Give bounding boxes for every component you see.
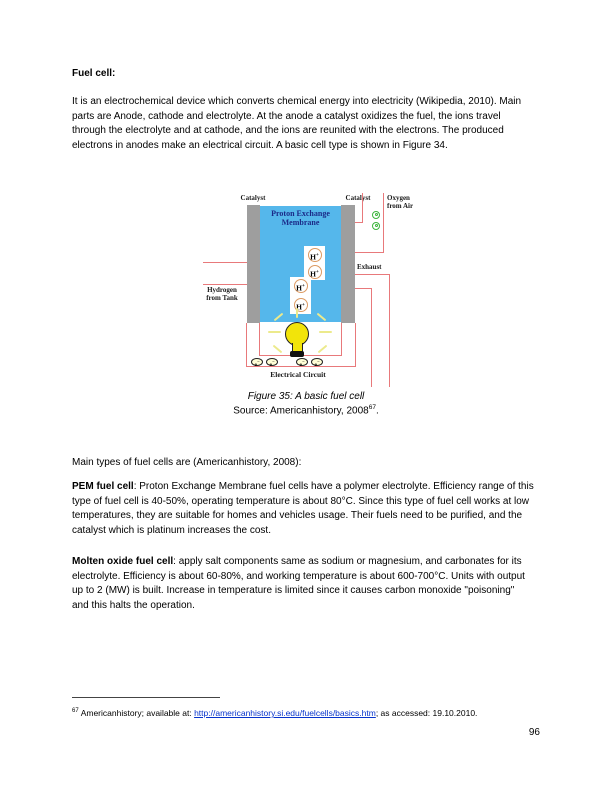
circuit-wire xyxy=(355,323,356,367)
circuit-wire xyxy=(246,366,356,367)
bulb-ray xyxy=(317,344,328,354)
exhaust-pipe xyxy=(389,274,390,387)
section-heading: Fuel cell: xyxy=(72,68,116,79)
oxygen-pipe xyxy=(383,193,384,252)
electron-icon: e− xyxy=(311,358,323,368)
oxygen-molecule-icon xyxy=(372,211,380,219)
main-types-line: Main types of fuel cells are (Americanhi… xyxy=(72,457,302,468)
footnote-number: 67 xyxy=(72,708,79,714)
figure-caption: Figure 35: A basic fuel cell xyxy=(247,391,365,402)
circuit-wire xyxy=(341,323,342,356)
exhaust-pipe xyxy=(371,288,372,387)
bulb-ray xyxy=(268,331,281,333)
intro-line: It is an electrochemical device which co… xyxy=(72,96,522,107)
pem-lead: PEM fuel cell xyxy=(72,481,134,492)
footnote-link[interactable]: http://americanhistory.si.edu/fuelcells/… xyxy=(194,707,376,718)
oxygen-pipe xyxy=(362,193,363,223)
bulb-ray xyxy=(319,331,332,333)
electron-icon: e− xyxy=(266,358,278,368)
electron-icon: e− xyxy=(251,358,263,368)
bulb-ray xyxy=(272,344,283,354)
light-bulb-base xyxy=(290,351,304,357)
membrane-label: Proton Exchange Membrane xyxy=(271,209,330,227)
circuit-wire xyxy=(246,323,247,367)
intro-line: parts are Anode, cathode and electrolyte… xyxy=(72,110,501,122)
hplus-icon: H+ xyxy=(307,247,322,262)
page-number: 96 xyxy=(528,727,540,738)
electron-icon: e− xyxy=(296,358,308,368)
exhaust-pipe xyxy=(355,274,389,275)
hydrogen-pipe xyxy=(203,262,247,263)
hplus-ion-group: H+ H+ xyxy=(290,277,311,314)
oxygen-pipe xyxy=(355,222,363,223)
hplus-icon: H+ xyxy=(293,279,308,294)
exhaust-label: Exhaust xyxy=(357,263,382,271)
light-bulb-neck xyxy=(292,343,303,352)
oxygen-pipe xyxy=(355,252,384,253)
intro-paragraph: It is an electrochemical device which co… xyxy=(72,95,521,153)
fuel-cell-figure: Catalyst Catalyst Proton Exchange Membra… xyxy=(193,190,418,395)
right-electrode xyxy=(341,205,355,323)
hplus-ion-group: H+ H+ xyxy=(304,246,325,280)
electrical-circuit-label: Electrical Circuit xyxy=(270,370,326,379)
light-bulb-icon xyxy=(285,322,309,346)
bulb-ray xyxy=(296,308,298,318)
oxygen-label: Oxygen from Air xyxy=(387,194,414,210)
hydrogen-label: Hydrogen from Tank xyxy=(206,286,238,302)
catalyst-label-right: Catalyst xyxy=(345,194,371,202)
intro-line: through the electrolyte and at cathode, … xyxy=(72,125,504,136)
catalyst-label-left: Catalyst xyxy=(240,194,266,202)
figure-source: Source: Americanhistory, 200867. xyxy=(233,404,379,417)
circuit-wire xyxy=(259,323,260,355)
oxygen-molecule-icon xyxy=(372,222,380,230)
footnote-separator xyxy=(72,697,220,698)
intro-line: electrons in anodes make an electrical c… xyxy=(72,139,448,151)
exhaust-pipe xyxy=(355,288,372,289)
molten-paragraph: Molten oxide fuel cell: apply salt compo… xyxy=(72,556,525,611)
molten-lead: Molten oxide fuel cell xyxy=(72,556,174,567)
hydrogen-pipe xyxy=(203,284,247,285)
hplus-icon: H+ xyxy=(307,264,322,279)
pem-paragraph: PEM fuel cell: Proton Exchange Membrane … xyxy=(72,481,534,536)
left-electrode xyxy=(247,205,260,323)
